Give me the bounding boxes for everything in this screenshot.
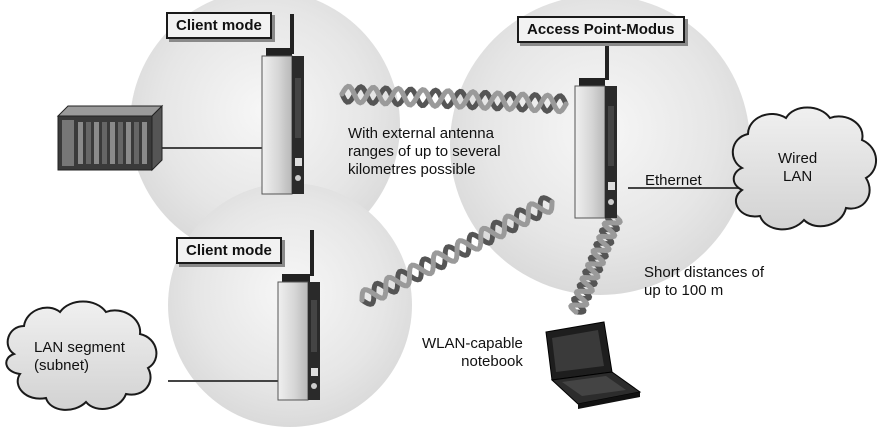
radio-link-notebook	[568, 213, 623, 315]
plc-slot	[126, 122, 131, 164]
client-mode-label-top: Client mode	[166, 12, 272, 39]
wired-lan-line-2: LAN	[782, 168, 813, 185]
lan-segment-line-1: LAN segment	[34, 339, 125, 356]
plc-slot	[78, 122, 83, 164]
notebook-label: WLAN-capable notebook	[422, 335, 523, 371]
cloud-wired-lan	[732, 106, 877, 231]
plc-slot	[142, 122, 147, 164]
helix-strand	[568, 213, 623, 315]
plc-slot	[110, 122, 115, 164]
access-device-top-client	[261, 14, 304, 195]
plc-slot	[94, 122, 99, 164]
helix-strand	[339, 83, 569, 115]
short-distance-line-1: Short distances of	[644, 264, 765, 281]
lan-segment-label: LAN segment (subnet)	[34, 339, 125, 375]
radio-link-top	[339, 83, 569, 115]
helix-strand	[359, 199, 555, 303]
ethernet-label: Ethernet	[645, 172, 702, 189]
range-note: With external antenna ranges of up to se…	[348, 125, 501, 179]
range-note-line-1: With external antenna	[348, 125, 494, 142]
access-device-bottom-client	[277, 230, 320, 401]
cloud-lan-segment	[5, 300, 158, 411]
range-note-line-3: kilometres possible	[348, 161, 476, 178]
wired-lan-label: Wired LAN	[778, 150, 817, 186]
wired-lan-line-1: Wired	[778, 150, 818, 167]
range-note-line-2: ranges of up to several	[348, 143, 501, 160]
access-device-access-point	[574, 38, 617, 219]
plc-slot	[118, 122, 123, 164]
plc-slot	[102, 122, 107, 164]
plc-slot	[134, 122, 139, 164]
short-distance-note: Short distances of up to 100 m	[644, 264, 764, 300]
plc-slot	[86, 122, 91, 164]
radio-link-bottom	[359, 195, 555, 307]
notebook-line-2: notebook	[461, 353, 523, 370]
client-mode-label-bottom: Client mode	[176, 237, 282, 264]
notebook-line-1: WLAN-capable	[422, 335, 523, 352]
notebook	[545, 321, 642, 409]
access-point-mode-label: Access Point-Modus	[517, 16, 685, 43]
plc-rack	[56, 104, 164, 172]
lan-segment-line-2: (subnet)	[34, 357, 90, 374]
short-distance-line-2: up to 100 m	[644, 282, 724, 299]
